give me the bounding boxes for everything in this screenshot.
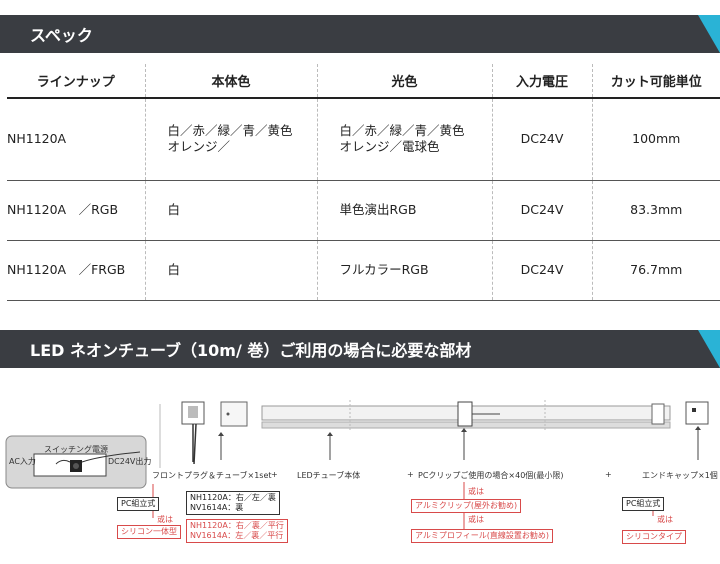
- end-cap-illustration: [685, 401, 709, 425]
- plus-sign: +: [407, 470, 414, 479]
- pc-assembly-box: PC組立式: [117, 497, 160, 511]
- light-color-cell: フルカラーRGB: [316, 240, 492, 301]
- assembly-models-box: NH1120A：右／左／裏 NV1614A：裏: [186, 491, 280, 515]
- silicone-models-box: NH1120A：右／裏／平行 NV1614A：左／裏／平行: [186, 519, 288, 543]
- power-supply-label: スイッチング電源: [44, 445, 108, 454]
- body-color-line: 白／赤／緑／青／黄色: [167, 123, 293, 139]
- plus-sign: +: [271, 470, 278, 479]
- plus-sign: +: [605, 470, 612, 479]
- power-supply-illustration: [5, 435, 147, 489]
- header-accent: [698, 15, 720, 53]
- light-color-line: オレンジ／電球色: [339, 139, 440, 155]
- body-color-cell: 白: [144, 240, 317, 301]
- table-row: NH1120A 白／赤／緑／青／黄色 オレンジ／ 白／赤／緑／青／黄色 オレンジ…: [7, 98, 720, 181]
- silicone-integrated-box: シリコン一体型: [117, 525, 181, 539]
- model-line: NV1614A：裏: [190, 503, 244, 512]
- col-cut-unit-header: カット可能単位: [591, 64, 720, 99]
- front-plug-illustration: [181, 401, 248, 465]
- table-row: NH1120A ／RGB 白 単色演出RGB DC24V 83.3mm: [7, 180, 720, 241]
- cut-unit-cell: 76.7mm: [591, 240, 720, 301]
- end-cap-label: エンドキャップ×1個: [642, 471, 718, 480]
- end-cap-pc-assembly-box: PC組立式: [622, 497, 665, 511]
- parts-section-title: LED ネオンチューブ（10m/ 巻）ご利用の場合に必要な部材: [30, 341, 472, 360]
- parts-section-header: LED ネオンチューブ（10m/ 巻）ご利用の場合に必要な部材: [0, 330, 720, 368]
- spec-section-title: スペック: [30, 26, 93, 45]
- body-color-cell: 白: [144, 180, 317, 241]
- led-tube-label: LEDチューブ本体: [297, 471, 361, 480]
- parts-diagram: スイッチング電源 AC入力 DC24V出力 フロントプラグ＆チューブ×1set …: [0, 392, 720, 564]
- or-text: 或は: [657, 515, 673, 524]
- lineup-cell: NH1120A ／FRGB: [7, 240, 145, 301]
- voltage-cell: DC24V: [491, 180, 592, 241]
- voltage-cell: DC24V: [491, 98, 592, 181]
- lineup-cell: NH1120A ／RGB: [7, 180, 145, 241]
- model-line: NH1120A：右／裏／平行: [190, 521, 284, 530]
- col-lineup-header: ラインナップ: [7, 64, 145, 99]
- light-color-cell: 白／赤／緑／青／黄色 オレンジ／電球色: [316, 98, 492, 181]
- led-tube-illustration: [261, 400, 671, 432]
- alu-clip-box: アルミクリップ(屋外お勧め): [411, 499, 522, 513]
- cut-unit-cell: 100mm: [591, 98, 720, 181]
- or-text: 或は: [468, 487, 484, 496]
- spec-table-header-row: ラインナップ 本体色 光色 入力電圧 カット可能単位: [7, 64, 720, 99]
- spec-section-header: スペック: [0, 15, 720, 53]
- lineup-cell: NH1120A: [7, 98, 145, 181]
- parts-illustration: [5, 400, 709, 534]
- col-voltage-header: 入力電圧: [491, 64, 592, 99]
- body-color-cell: 白／赤／緑／青／黄色 オレンジ／: [144, 98, 317, 181]
- light-color-line: 白／赤／緑／青／黄色: [339, 123, 465, 139]
- light-color-cell: 単色演出RGB: [316, 180, 492, 241]
- body-color-line: オレンジ／: [167, 139, 231, 155]
- spec-table: ラインナップ 本体色 光色 入力電圧 カット可能単位 NH1120A 白／赤／緑…: [7, 64, 720, 301]
- front-plug-label: フロントプラグ＆チューブ×1set: [152, 471, 272, 480]
- header-accent: [698, 330, 720, 368]
- clip-label: PCクリップご使用の場合×40個(最小限): [418, 471, 564, 480]
- col-light-color-header: 光色: [316, 64, 492, 99]
- model-line: NV1614A：左／裏／平行: [190, 531, 284, 540]
- col-body-color-header: 本体色: [144, 64, 317, 99]
- ac-input-label: AC入力: [9, 457, 36, 466]
- dc-output-label: DC24V出力: [108, 457, 152, 466]
- model-line: NH1120A：右／左／裏: [190, 493, 276, 502]
- end-cap-silicone-box: シリコンタイプ: [622, 530, 686, 544]
- voltage-cell: DC24V: [491, 240, 592, 301]
- table-row: NH1120A ／FRGB 白 フルカラーRGB DC24V 76.7mm: [7, 240, 720, 301]
- or-text: 或は: [157, 515, 173, 524]
- alu-profile-box: アルミプロフィール(直線設置お勧め): [411, 529, 554, 543]
- or-text: 或は: [468, 515, 484, 524]
- cut-unit-cell: 83.3mm: [591, 180, 720, 241]
